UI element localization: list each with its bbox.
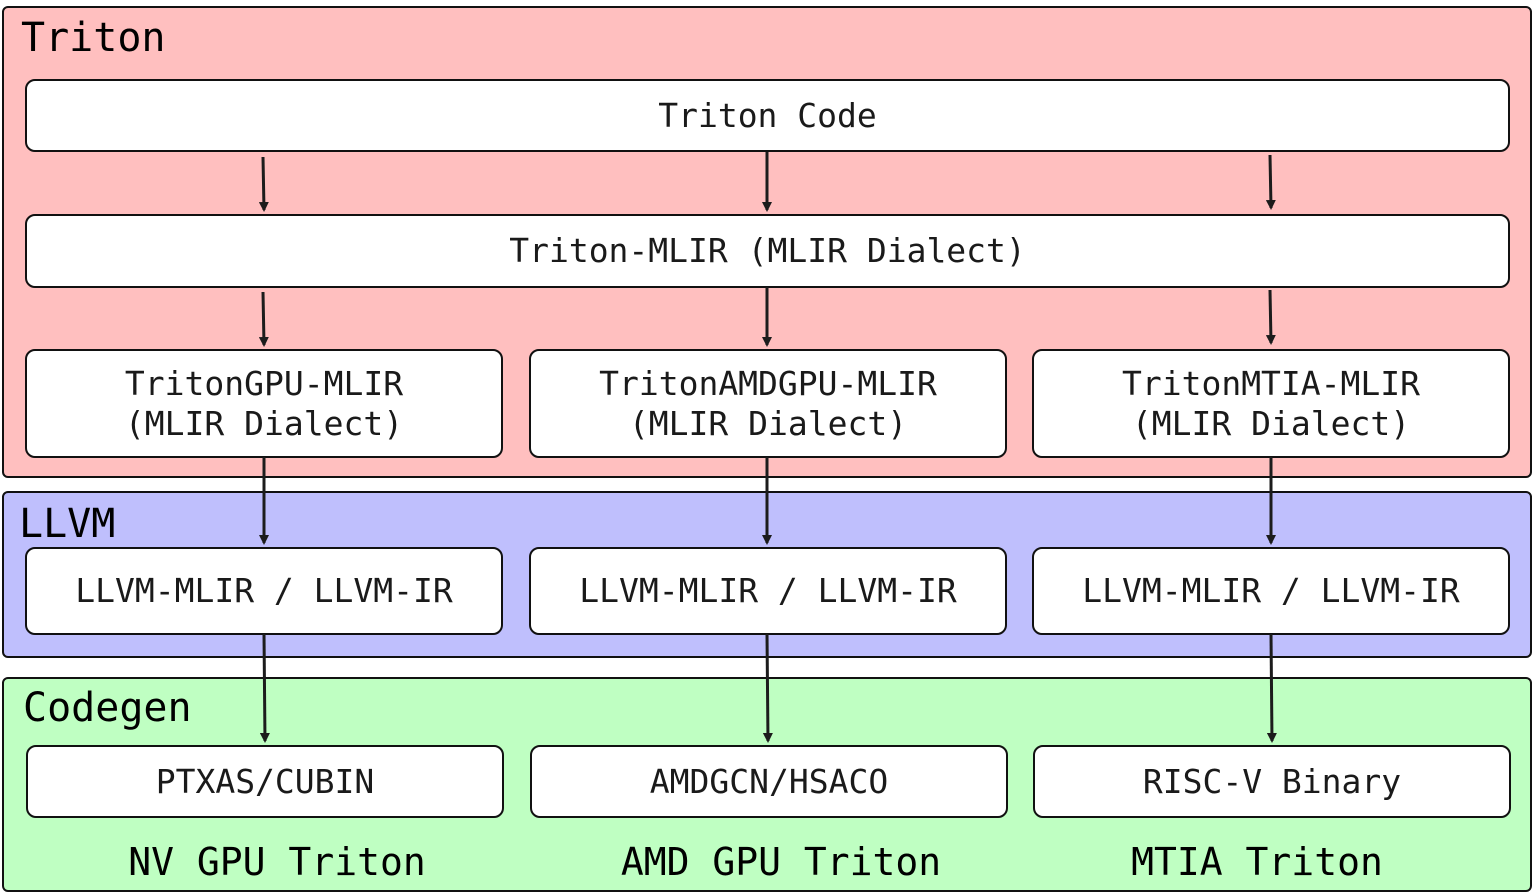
dialect-box-mtia: TritonMTIA-MLIR (MLIR Dialect) (1032, 349, 1510, 458)
dialect-name: TritonMTIA-MLIR (1121, 363, 1420, 403)
triton-code-label: Triton Code (658, 95, 877, 135)
dialect-sub: (MLIR Dialect) (1131, 403, 1411, 443)
llvm-box-mtia: LLVM-MLIR / LLVM-IR (1032, 547, 1510, 635)
codegen-box-label: RISC-V Binary (1142, 761, 1402, 801)
llvm-box-amd: LLVM-MLIR / LLVM-IR (529, 547, 1007, 635)
llvm-box-label: LLVM-MLIR / LLVM-IR (75, 571, 453, 610)
llvm-box-label: LLVM-MLIR / LLVM-IR (1082, 571, 1460, 610)
dialect-sub: (MLIR Dialect) (124, 403, 404, 443)
llvm-box-label: LLVM-MLIR / LLVM-IR (579, 571, 957, 610)
codegen-box-label: PTXAS/CUBIN (155, 761, 375, 801)
dialect-name: TritonAMDGPU-MLIR (599, 363, 937, 403)
triton-mlir-label: Triton-MLIR (MLIR Dialect) (509, 231, 1026, 270)
llvm-box-nv: LLVM-MLIR / LLVM-IR (25, 547, 503, 635)
dialect-sub: (MLIR Dialect) (628, 403, 908, 443)
triton-mlir-box: Triton-MLIR (MLIR Dialect) (25, 214, 1510, 288)
triton-code-box: Triton Code (25, 79, 1510, 152)
backend-caption-mtia: MTIA Triton (1131, 840, 1383, 884)
backend-caption-amd: AMD GPU Triton (620, 840, 942, 884)
dialect-box-nv: TritonGPU-MLIR (MLIR Dialect) (25, 349, 503, 458)
codegen-box-mtia: RISC-V Binary (1033, 745, 1511, 818)
codegen-layer-title: Codegen (23, 685, 192, 731)
codegen-box-amd: AMDGCN/HSACO (530, 745, 1008, 818)
llvm-layer-title: LLVM (19, 501, 116, 547)
codegen-box-nv: PTXAS/CUBIN (26, 745, 504, 818)
triton-layer-title: Triton (21, 15, 166, 61)
codegen-box-label: AMDGCN/HSACO (649, 761, 889, 801)
backend-caption-nv: NV GPU Triton (128, 840, 426, 884)
dialect-name: TritonGPU-MLIR (124, 363, 404, 403)
dialect-box-amd: TritonAMDGPU-MLIR (MLIR Dialect) (529, 349, 1007, 458)
